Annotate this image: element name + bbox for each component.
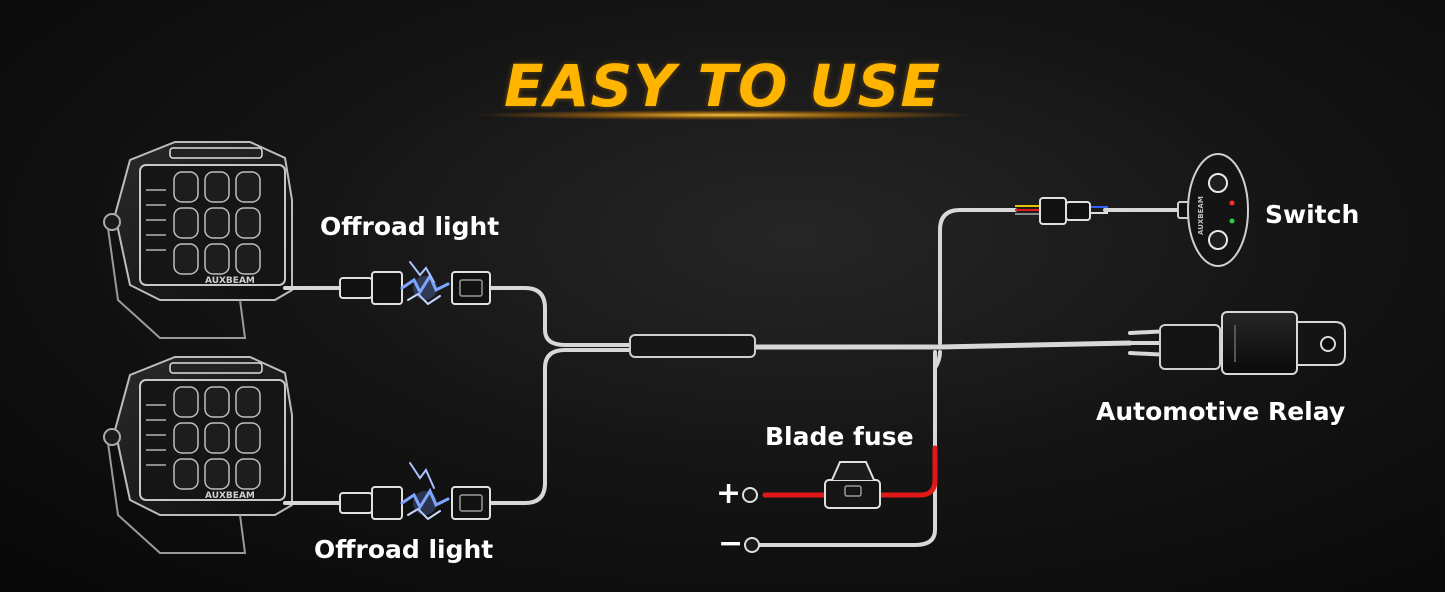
positive-sign: + (716, 476, 742, 511)
brand-text-top: AUXBEAM (205, 276, 255, 286)
automotive-relay (1159, 311, 1346, 375)
title-underline-glow (470, 110, 980, 120)
brand-text-bottom: AUXBEAM (205, 491, 255, 501)
harness-sleeve (629, 334, 756, 358)
label-offroad-light-bottom: Offroad light (314, 535, 494, 564)
spark-icon-top (400, 261, 450, 306)
brand-text-switch: AUXBEAM (1197, 196, 1205, 235)
label-offroad-light-top: Offroad light (320, 212, 500, 241)
spark-icon-bottom (400, 462, 450, 521)
label-blade-fuse: Blade fuse (765, 422, 914, 451)
negative-terminal (744, 537, 760, 553)
label-automotive-relay: Automotive Relay (1096, 397, 1346, 426)
label-switch: Switch (1265, 200, 1360, 229)
positive-terminal (742, 487, 758, 503)
switch-button-top (1208, 173, 1228, 193)
offroad-light-bottom: AUXBEAM (103, 356, 293, 554)
switch-signal-wires (1015, 205, 1108, 215)
switch-inline-connector (1039, 197, 1091, 225)
page-title: EASY TO USE (503, 52, 942, 120)
switch-led-green (1229, 218, 1235, 224)
blade-fuse (762, 445, 938, 509)
switch-panel: AUXBEAM (1177, 153, 1249, 267)
switch-led-red (1229, 200, 1235, 206)
connector-top-light (339, 271, 491, 305)
connector-bottom-light (339, 486, 491, 520)
negative-sign: − (718, 526, 744, 561)
switch-button-bottom (1208, 230, 1228, 250)
offroad-light-top: AUXBEAM (103, 141, 293, 339)
